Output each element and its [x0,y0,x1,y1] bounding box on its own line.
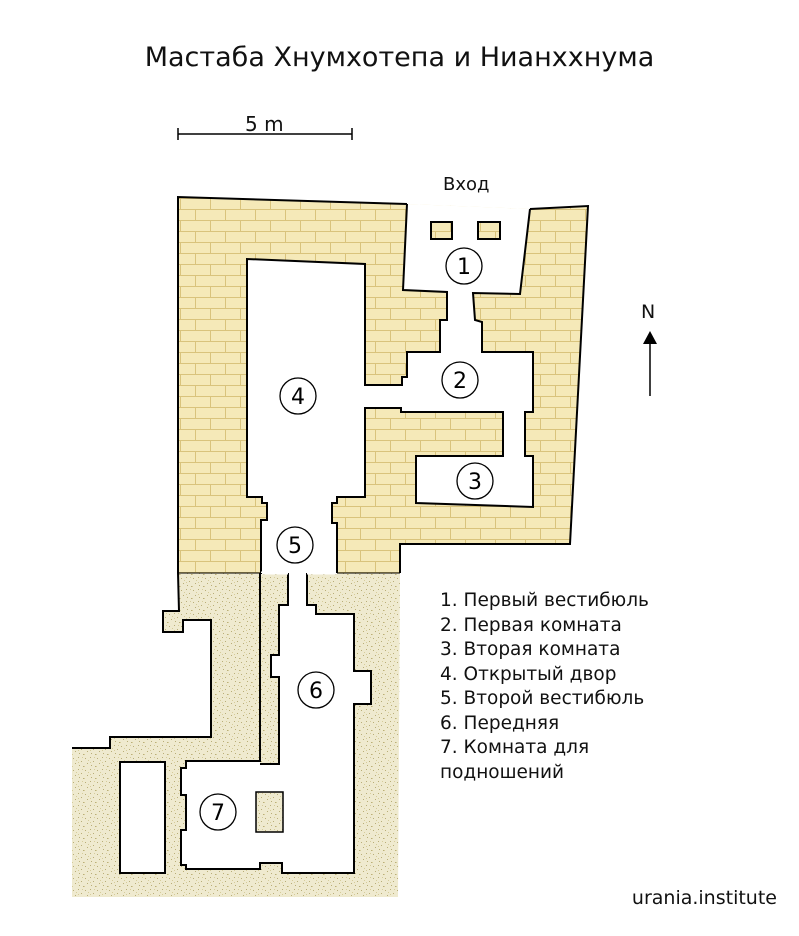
room-marker-2: 2 [441,361,479,399]
credit-watermark: urania.institute [631,887,777,909]
room-marker-7: 7 [199,793,237,831]
page-title: Мастаба Хнумхотепа и Нианххнума [144,42,655,73]
serdab-chamber [119,761,166,874]
scale-bar [177,128,353,140]
legend-item: 5. Второй вестибюль [440,688,645,709]
room-walls-east [331,208,534,573]
legend-item-continuation: подношений [440,761,565,783]
room7-pillar [255,791,284,833]
room-marker-3: 3 [456,462,494,500]
room-marker-5: 5 [276,526,314,564]
entrance-pillar-east [477,221,501,240]
svg-text:6: 6 [309,679,323,704]
svg-text:2: 2 [453,369,467,394]
legend-item: 4. Открытый двор [440,663,617,685]
stone-outer-wall [72,572,212,749]
brick-outer-wall-east [399,204,590,573]
room-marker-6: 6 [297,671,335,709]
legend-item: 6. Передняя [440,712,560,734]
svg-text:5: 5 [288,534,302,559]
room-marker-4: 4 [279,377,317,415]
legend-item: 1. Первый вестибюль [440,590,649,611]
legend-item: 7. Комната для [440,737,590,758]
svg-text:7: 7 [211,801,225,826]
room-walls [246,203,448,573]
north-arrow-icon [643,331,657,396]
legend-item: 2. Первая комната [440,614,622,636]
legend-item: 3. Вторая комната [440,639,621,660]
room-walls-lower [180,573,372,874]
scale-bar-label: 5 m [245,112,284,136]
svg-text:3: 3 [468,470,482,495]
legend: 1. Первый вестибюль 2. Первая комната 3.… [440,589,649,785]
svg-text:4: 4 [291,385,305,410]
brick-outer-wall [177,195,408,573]
north-label: N [641,301,656,323]
svg-text:1: 1 [457,255,471,280]
entrance-pillar-west [430,221,453,240]
entrance-label: Вход [443,174,490,195]
room-marker-1: 1 [445,247,483,285]
room6-west-wall [260,573,289,765]
